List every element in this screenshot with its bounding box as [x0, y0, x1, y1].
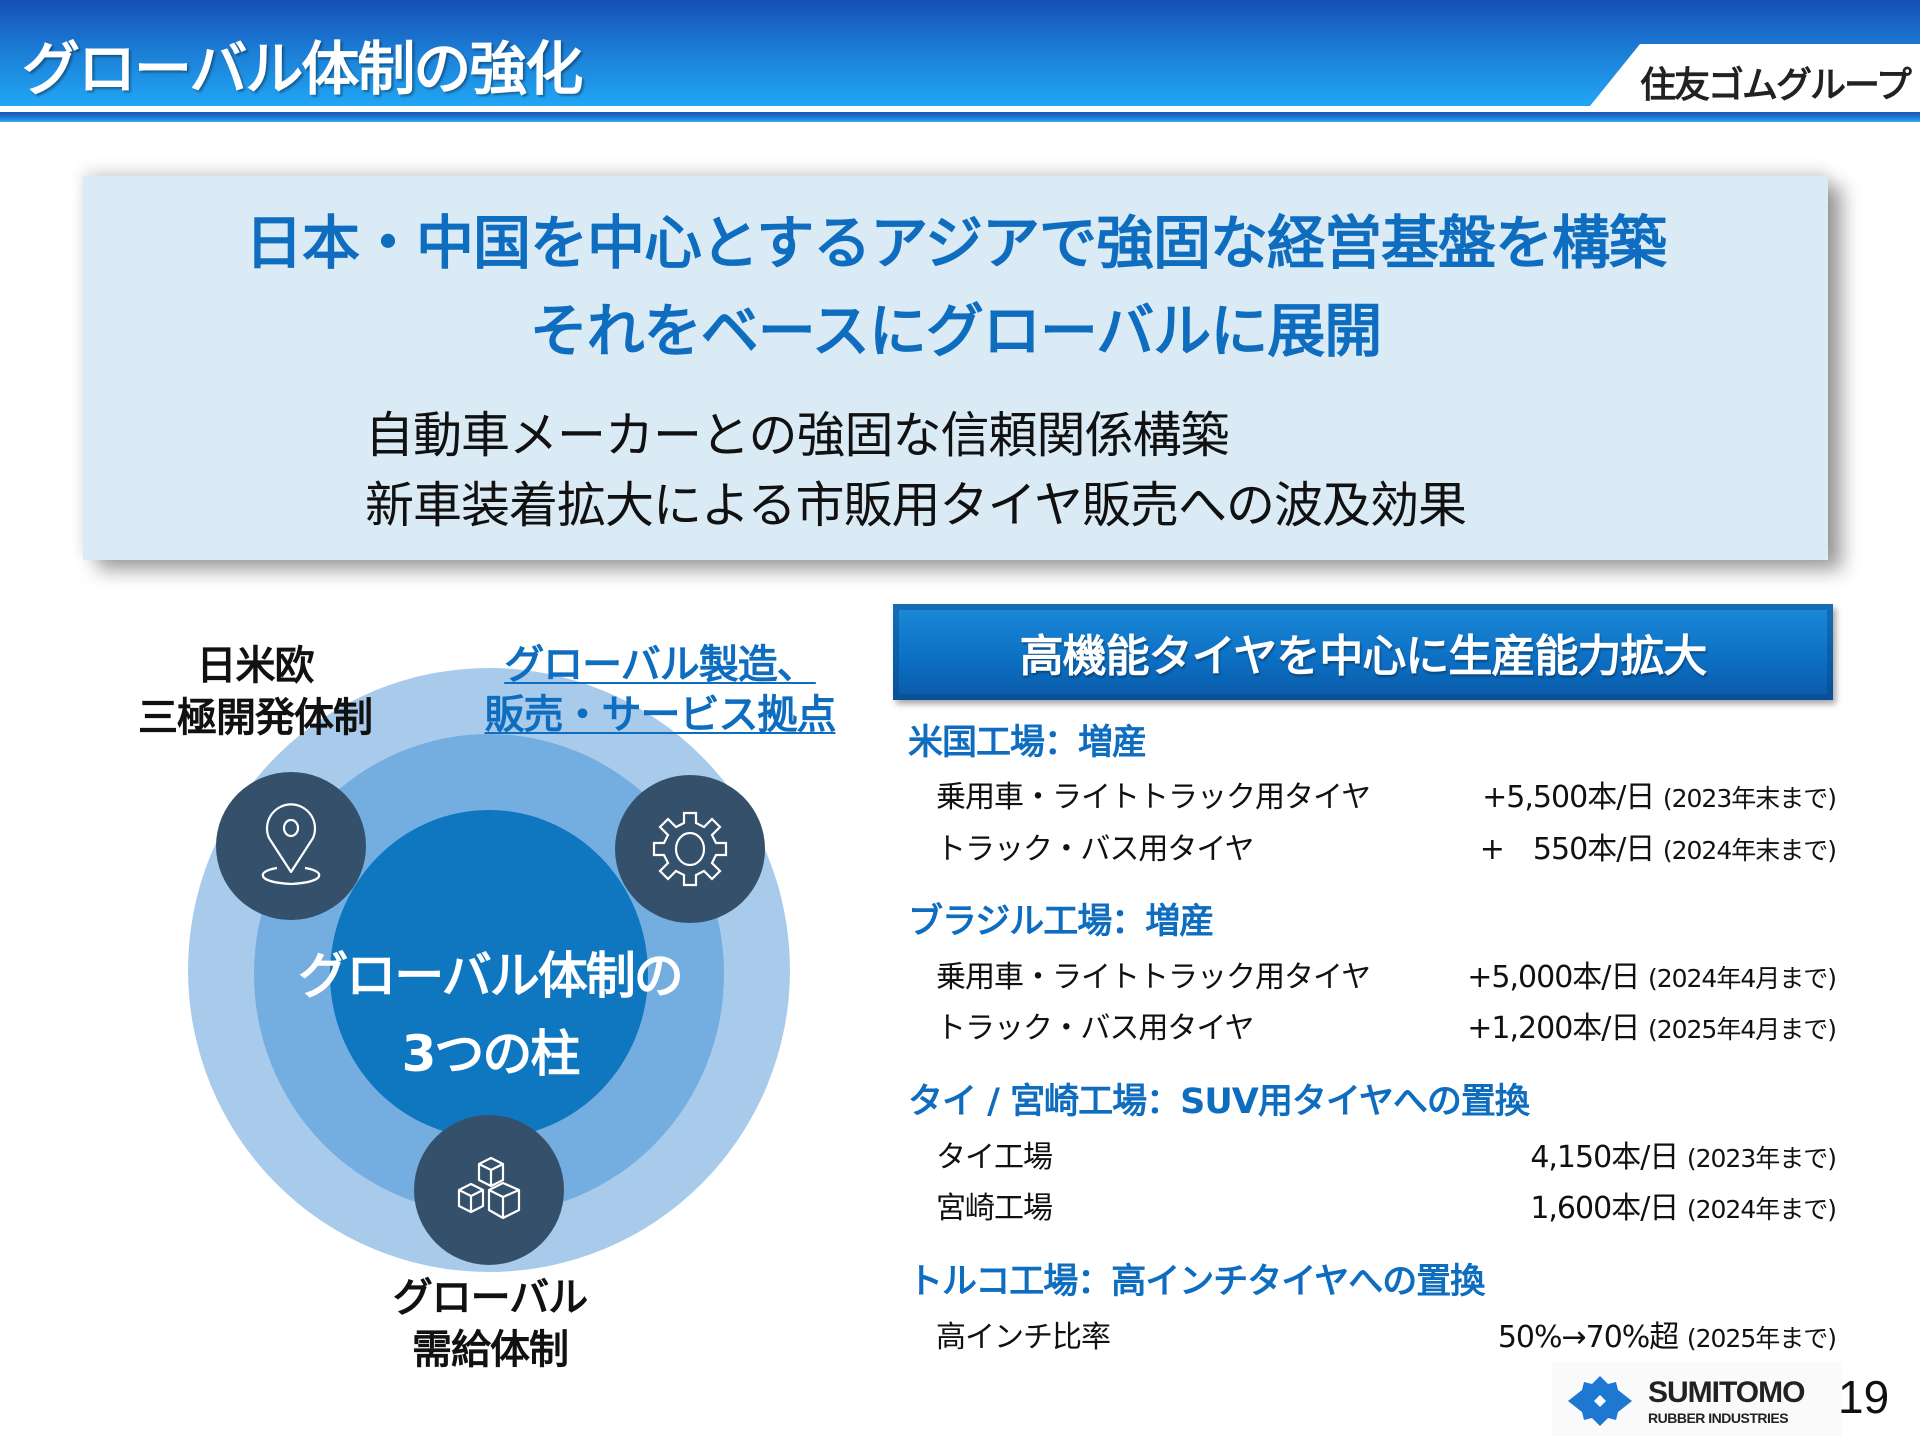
inner-circle: [330, 810, 648, 1138]
value-text: + 550本/日: [1479, 832, 1656, 867]
table-row: 宮崎工場 1,600本/日 (2024年まで): [936, 1183, 1837, 1227]
page-number: 19: [1838, 1371, 1890, 1423]
link-line[interactable]: 販売・サービス拠点: [484, 692, 837, 738]
group-label: 住友ゴムグループ: [1640, 65, 1912, 106]
table-row: トラック・バス用タイヤ +1,200本/日 (2025年4月まで): [936, 1003, 1837, 1047]
value-text: +1,200本/日: [1467, 1011, 1640, 1046]
value-note: (2025年4月まで): [1647, 1015, 1837, 1044]
group-tab: [1590, 44, 1920, 106]
slide-title: グローバル体制の強化: [22, 35, 583, 103]
row-value: +1,200本/日 (2025年4月まで): [1467, 1003, 1837, 1047]
value-note: (2024年末まで): [1662, 836, 1837, 865]
table-row: 乗用車・ライトトラック用タイヤ +5,500本/日 (2023年末まで): [936, 772, 1837, 816]
value-note: (2025年まで): [1686, 1324, 1837, 1353]
row-value: 1,600本/日 (2024年まで): [1530, 1183, 1837, 1227]
section-title-us: 米国工場：増産: [908, 723, 1147, 763]
pillar-label-supply-demand: グローバル 需給体制: [330, 1272, 650, 1376]
value-note: (2023年まで): [1686, 1144, 1837, 1173]
label-line: グローバル: [392, 1275, 589, 1321]
label-line: 日米欧: [196, 643, 315, 689]
link-line[interactable]: グローバル製造、: [504, 642, 817, 688]
row-item: 宮崎工場: [936, 1191, 1053, 1226]
key-message-box: 日本・中国を中心とするアジアで強固な経営基盤を構築 それをベースにグローバルに展…: [83, 176, 1828, 560]
row-item: トラック・バス用タイヤ: [936, 832, 1254, 867]
value-text: 50%→70%超: [1497, 1320, 1679, 1355]
row-value: + 550本/日 (2024年末まで): [1479, 824, 1837, 868]
label-line: 三極開発体制: [138, 695, 373, 741]
pillar-label-development: 日米欧 三極開発体制: [110, 640, 400, 744]
section-title-brazil: ブラジル工場：増産: [908, 902, 1214, 942]
value-note: (2023年末まで): [1662, 784, 1837, 813]
slide-header: グローバル体制の強化: [0, 0, 1920, 106]
row-item: トラック・バス用タイヤ: [936, 1011, 1254, 1046]
company-logo: SUMITOMO RUBBER INDUSTRIES: [1552, 1362, 1842, 1436]
section-title-thailand-miyazaki: タイ / 宮崎工場：SUV用タイヤへの置換: [908, 1082, 1530, 1122]
row-value: +5,000本/日 (2024年4月まで): [1467, 952, 1837, 996]
gear-icon: [652, 811, 728, 887]
boxes-icon: [457, 1156, 521, 1220]
row-item: 高インチ比率: [936, 1320, 1111, 1355]
pillar-manufacturing: [615, 775, 765, 923]
location-pin-icon: [261, 803, 321, 886]
sumitomo-diamond-icon: [1568, 1376, 1632, 1426]
logo-subtitle: RUBBER INDUSTRIES: [1648, 1410, 1789, 1426]
row-value: 50%→70%超 (2025年まで): [1497, 1312, 1837, 1356]
value-note: (2024年まで): [1686, 1195, 1837, 1224]
section-title-turkey: トルコ工場：高インチタイヤへの置換: [908, 1262, 1485, 1302]
value-text: 1,600本/日: [1530, 1191, 1679, 1226]
center-label-line-1: グローバル体制の: [298, 947, 684, 1005]
headline-line-1: 日本・中国を中心とするアジアで強固な経営基盤を構築: [245, 209, 1667, 277]
row-value: 4,150本/日 (2023年まで): [1530, 1132, 1837, 1176]
row-item: タイ工場: [936, 1140, 1053, 1175]
logo-name: SUMITOMO: [1648, 1376, 1805, 1409]
center-label-line-2: 3つの柱: [401, 1025, 581, 1083]
pillar-link-manufacturing[interactable]: グローバル製造、 販売・サービス拠点: [470, 640, 850, 740]
header-divider: [0, 106, 1920, 112]
table-row: トラック・バス用タイヤ + 550本/日 (2024年末まで): [936, 824, 1837, 868]
value-text: 4,150本/日: [1530, 1140, 1679, 1175]
table-row: 高インチ比率 50%→70%超 (2025年まで): [936, 1312, 1837, 1356]
sub-point-2: 新車装着拡大による市販用タイヤ販売への波及効果: [365, 477, 1467, 534]
table-row: 乗用車・ライトトラック用タイヤ +5,000本/日 (2024年4月まで): [936, 952, 1837, 996]
label-line: 需給体制: [412, 1327, 569, 1373]
value-note: (2024年4月まで): [1647, 964, 1837, 993]
table-row: タイ工場 4,150本/日 (2023年まで): [936, 1132, 1837, 1176]
headline-line-2: それをベースにグローバルに展開: [529, 297, 1383, 365]
capacity-banner: 高機能タイヤを中心に生産能力拡大: [893, 604, 1833, 700]
capacity-banner-label: 高機能タイヤを中心に生産能力拡大: [1019, 631, 1708, 682]
header-underline: [0, 112, 1920, 122]
row-value: +5,500本/日 (2023年末まで): [1482, 772, 1837, 816]
sub-point-1: 自動車メーカーとの強固な信頼関係構築: [365, 407, 1230, 464]
value-text: +5,000本/日: [1467, 960, 1640, 995]
pillar-development: [216, 772, 366, 920]
value-text: +5,500本/日: [1482, 780, 1655, 815]
row-item: 乗用車・ライトトラック用タイヤ: [936, 960, 1371, 995]
pillar-supply-demand: [414, 1115, 564, 1265]
row-item: 乗用車・ライトトラック用タイヤ: [936, 780, 1371, 815]
